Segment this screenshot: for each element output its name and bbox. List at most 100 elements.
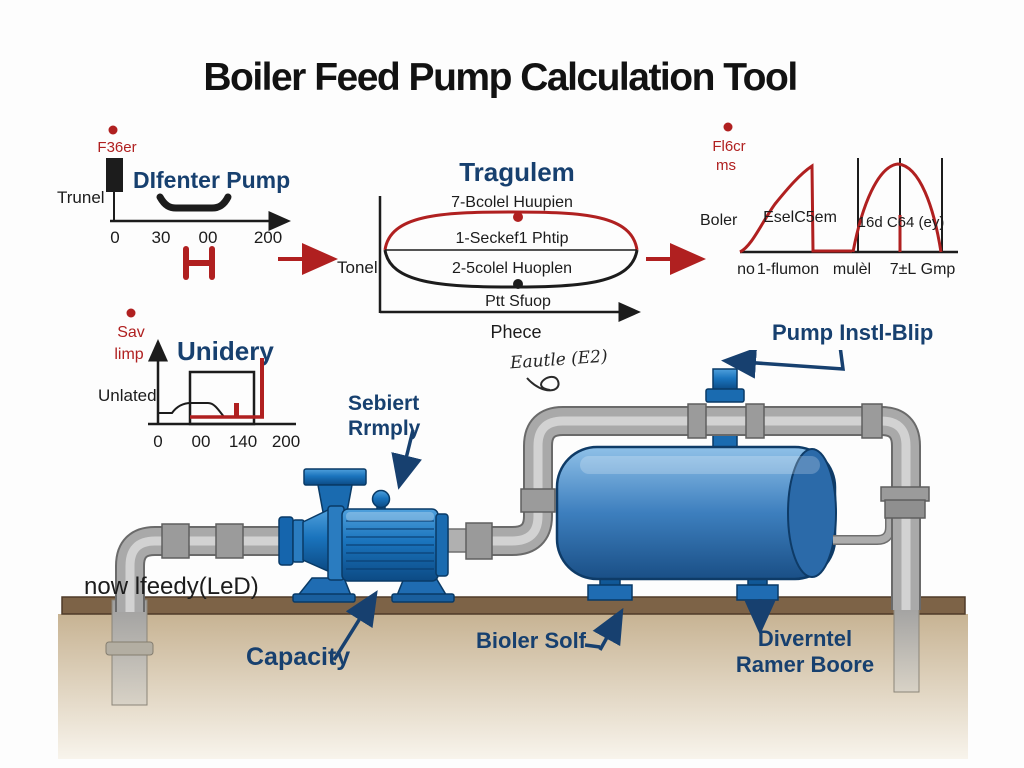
pipe-coupling [861, 403, 883, 439]
y-axis-label: Unlated [98, 386, 157, 405]
pump-foot-base [391, 593, 455, 603]
chart-title: Unidery [177, 336, 274, 366]
red-dot-marker [513, 212, 523, 222]
red-dot-marker [723, 122, 733, 132]
x-tick: mulèl [833, 261, 871, 278]
chart-title: DIfenter Pump [133, 167, 290, 193]
underground-suction-pipe [105, 599, 154, 706]
x-tick: 140 [229, 432, 257, 451]
nozzle-label-arrow [721, 350, 846, 379]
y-axis-label: Trunel [57, 188, 105, 207]
pump-foot-base [292, 593, 356, 603]
tank-end-cap [787, 448, 837, 578]
y-axis-label: Boler [700, 212, 738, 229]
drain-label-line2: Ramer Boore [735, 651, 875, 677]
x-tick: 00 [192, 432, 211, 451]
dot-label: ms [716, 157, 736, 174]
x-tick: 30 [152, 228, 171, 247]
suction-note: now lfeedy(LeD) [84, 573, 259, 600]
h-symbol [183, 246, 215, 280]
lower-curve [383, 249, 639, 289]
pump-label-line1: Sebiert [348, 392, 420, 415]
drain-label-line1: Diverntel [757, 626, 853, 651]
x-tick: 1-flumon [757, 261, 819, 278]
discharge-piping [491, 403, 930, 610]
boiler-shell-label: Bioler Solf [476, 628, 587, 653]
x-tick: Gmp [921, 261, 956, 278]
tank-highlight [580, 456, 820, 474]
motor-highlight [346, 512, 434, 521]
black-dot-marker [513, 279, 523, 289]
x-tick: 200 [254, 228, 282, 247]
curve-label: 1-Seckef1 Phtip [456, 230, 569, 247]
boiler-label-arrow [592, 607, 624, 651]
pump-label: Sebiert Rrmply [348, 392, 420, 442]
differ-pump-mini-chart: F36er Trunel DIfenter Pump 0 30 00 200 [57, 125, 338, 280]
ramp-curve [739, 163, 852, 254]
annotation-arrows [332, 350, 846, 661]
curve-label: 2-5colel Huoplen [452, 260, 572, 277]
pump-knob [371, 489, 391, 509]
boiler-label-dash [584, 643, 601, 649]
pump-label-line2: Rrmply [348, 416, 421, 440]
drain-label: Diverntel Ramer Boore [735, 626, 875, 678]
red-spike [234, 403, 239, 417]
ground-surface [61, 596, 966, 615]
pipe-coupling [520, 488, 556, 513]
x-tick: 7±L [890, 261, 917, 278]
capacity-arrow [332, 590, 378, 661]
tank-nozzle-label: Pump Instl-Blip [772, 320, 934, 345]
tank-top-nozzle [705, 368, 745, 403]
motor-ribs [346, 520, 434, 570]
suction-piping [115, 523, 296, 612]
dot-label: F36er [97, 139, 136, 156]
underground-return-pipe [893, 599, 920, 693]
pipe-coupling [215, 523, 244, 559]
bell-curve [851, 162, 943, 253]
dot-label: limp [114, 346, 143, 363]
curve-label: EselC5em [763, 209, 837, 226]
tank-foot [736, 584, 779, 601]
ground-soil [58, 614, 968, 759]
curve-label: 7-Bcolel Huupien [451, 194, 573, 211]
pump-system-illustration [58, 350, 968, 759]
feed-pump [278, 468, 493, 603]
volute-cone [302, 507, 331, 574]
pipe-union [880, 486, 930, 502]
x-tick: no [737, 261, 755, 278]
x-tick: 200 [272, 432, 300, 451]
unidery-chart: Sav limp Unidery Unlated 0 00 140 200 [98, 308, 300, 451]
storage-tank [555, 427, 837, 601]
x-axis-label: Phece [490, 322, 541, 342]
shaft-coupling [465, 522, 493, 560]
trough-glyph [156, 193, 232, 212]
black-curve [158, 402, 225, 418]
rear-cap [435, 513, 449, 577]
pipe-coupling [687, 403, 707, 439]
pipe-coupling [745, 403, 765, 439]
window-box [188, 370, 256, 426]
candle-bar [106, 158, 123, 192]
capacity-label: Capacity [246, 643, 351, 671]
dot-label: Fl6cr [712, 138, 745, 155]
y-axis-label: Tonel [337, 258, 378, 277]
pipe-union [884, 499, 926, 519]
pipe-coupling [161, 523, 190, 559]
x-tick: 00 [199, 228, 218, 247]
x-tick: 0 [153, 432, 162, 451]
curve-label: Ptt Sfuop [485, 293, 551, 310]
chart-title: Tragulem [459, 157, 575, 187]
tragulem-oval-chart: Tragulem Tonel 7-Bcolel Huupien 1-Seckef… [337, 157, 706, 342]
drain-pipe [833, 517, 894, 544]
x-tick: 0 [110, 228, 119, 247]
pump-label-arrow [391, 429, 422, 490]
tank-foot [587, 584, 633, 601]
dot-label: Sav [117, 324, 145, 341]
red-dot-marker [126, 308, 136, 318]
page-title: Boiler Feed Pump Calculation Tool [203, 56, 798, 99]
flow-curves-chart: Fl6cr ms Boler EselC5em 16d C64 (ey) no … [700, 122, 958, 278]
inlet-flange [303, 468, 367, 486]
red-dot-marker [108, 125, 118, 135]
upper-curve [383, 210, 639, 251]
